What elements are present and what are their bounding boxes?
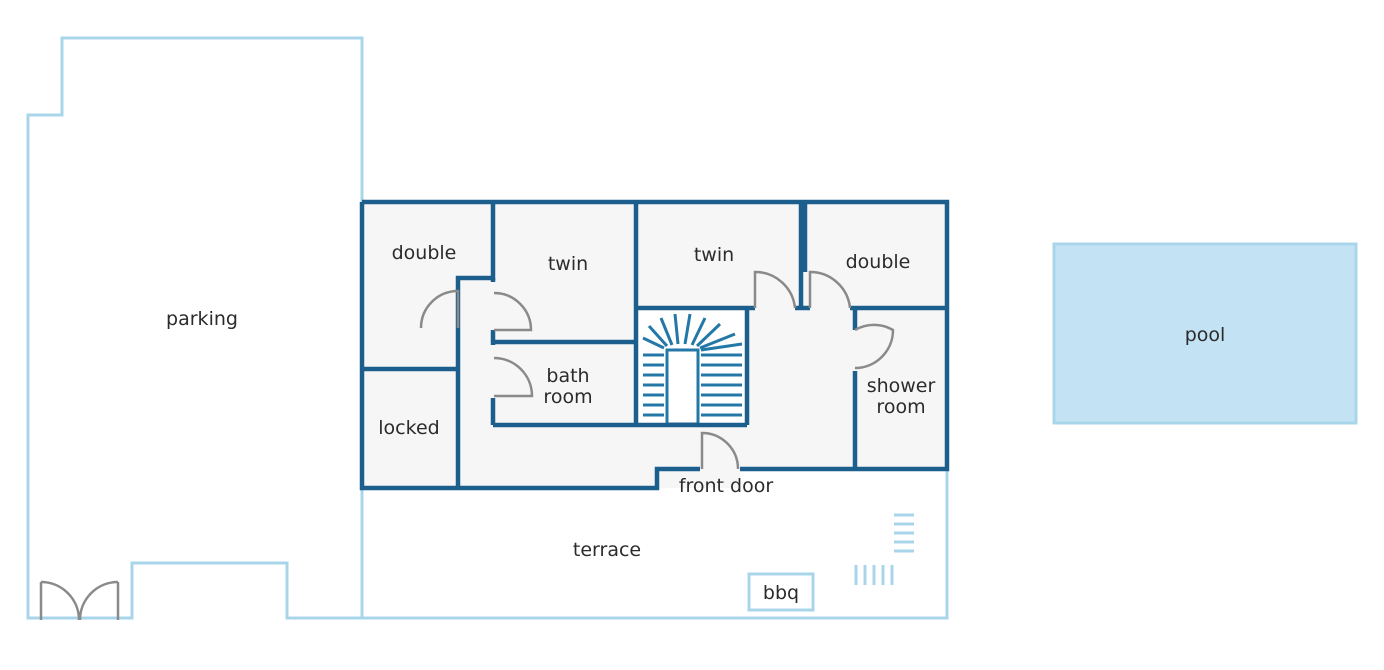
terrace-steps-right: [894, 513, 914, 553]
bbq-box: [747, 572, 815, 612]
pool-label: pool: [1185, 324, 1226, 346]
interior-doors: [419, 270, 895, 470]
parking-label: parking: [166, 308, 238, 330]
pool-area: [1052, 242, 1358, 425]
staircase: [638, 308, 747, 426]
terrace-steps-bottom: [854, 565, 894, 585]
shower-room-label-line2: room: [876, 396, 925, 418]
bath-room-label-line1: bath: [546, 365, 589, 387]
parking-double-door: [39, 580, 120, 621]
terrace-area: [360, 470, 949, 620]
terrace-label: terrace: [573, 539, 641, 561]
locked-label: locked: [378, 417, 439, 439]
shower-room-label-line1: shower: [867, 375, 936, 397]
bbq-label: bbq: [763, 582, 799, 604]
twin-left-label: twin: [548, 253, 588, 275]
front-door-label: front door: [679, 475, 774, 497]
twin-right-label: twin: [694, 244, 734, 266]
bath-room-label-line2: room: [543, 386, 592, 408]
house-walls: [359, 199, 950, 491]
double-right-label: double: [846, 251, 911, 273]
double-left-label: double: [392, 242, 457, 264]
